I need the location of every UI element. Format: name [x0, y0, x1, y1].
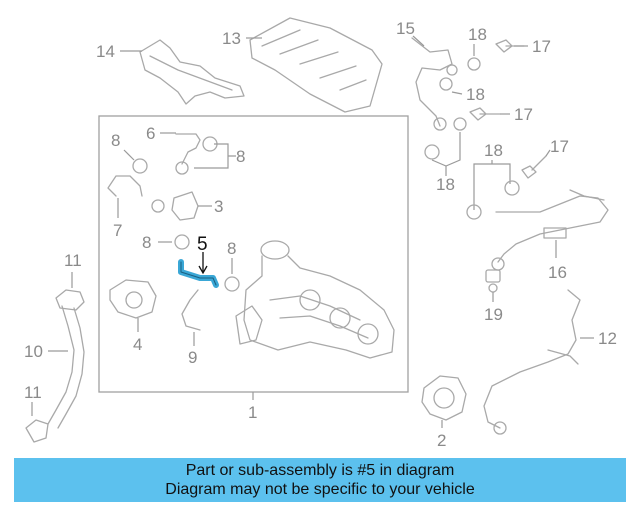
part-6-hose — [175, 133, 218, 175]
part-18-washer-e — [466, 204, 482, 220]
callout-12: 12 — [598, 329, 617, 348]
callout-11-b: 11 — [24, 383, 42, 402]
part-16-pipe — [491, 189, 609, 271]
callout-10: 10 — [24, 342, 43, 361]
part-8-clamp-a — [132, 158, 148, 174]
part-13-heat-shield — [249, 17, 383, 113]
part-9-hose — [181, 289, 201, 331]
callout-18-d: 18 — [484, 141, 503, 160]
part-1-turbocharger — [235, 240, 395, 359]
part-17-bolt-c — [521, 155, 547, 179]
callout-19: 19 — [484, 305, 503, 324]
callout-15: 15 — [396, 19, 415, 38]
part-2-gasket — [421, 375, 467, 421]
banner-line-1: Part or sub-assembly is #5 in diagram — [185, 462, 455, 479]
part-11-gasket-b — [25, 419, 49, 443]
callout-17-b: 17 — [514, 105, 533, 124]
part-18-washer-f — [504, 180, 520, 196]
callout-16: 16 — [548, 263, 567, 282]
part-19-fitting — [485, 269, 501, 293]
part-15-pipe — [411, 37, 458, 131]
callout-8-d: 8 — [227, 239, 236, 258]
part-10-pipe — [47, 305, 85, 429]
part-5-hose-highlighted[interactable] — [178, 259, 219, 288]
callout-18-c: 18 — [436, 175, 455, 194]
callout-8-b: 8 — [236, 147, 245, 166]
part-18-washer-a — [467, 57, 481, 71]
part-7-hose — [107, 175, 165, 213]
callout-18-a: 18 — [468, 25, 487, 44]
part-4-actuator — [109, 279, 157, 319]
info-banner: Part or sub-assembly is #5 in diagram Di… — [14, 458, 626, 502]
callout-18-b: 18 — [466, 85, 485, 104]
callout-17-c: 17 — [550, 137, 569, 156]
part-18-washer-c — [424, 144, 440, 160]
banner-line-2: Diagram may not be specific to your vehi… — [165, 481, 475, 498]
part-12-pipe — [483, 289, 581, 435]
callout-6: 6 — [146, 124, 155, 143]
callout-9: 9 — [188, 348, 197, 367]
part-8-clamp-c — [224, 276, 240, 292]
callout-13: 13 — [222, 29, 241, 48]
callout-7: 7 — [113, 221, 122, 240]
callout-4: 4 — [133, 335, 142, 354]
part-11-gasket-a — [55, 289, 85, 311]
part-18-washer-d — [453, 117, 467, 131]
part-17-bolt-b — [469, 107, 501, 121]
callout-14: 14 — [96, 42, 115, 61]
part-8-clamp-b — [174, 234, 190, 250]
callout-2: 2 — [437, 431, 446, 450]
callout-8-a: 8 — [111, 131, 120, 150]
part-14-bracket — [139, 39, 245, 105]
callout-5: 5 — [197, 234, 208, 255]
part-18-washer-b — [439, 77, 453, 91]
callout-1: 1 — [248, 403, 257, 422]
callout-8-c: 8 — [142, 233, 151, 252]
callout-11-a: 11 — [64, 251, 82, 270]
callout-3: 3 — [214, 197, 223, 216]
assembly-frame — [98, 115, 409, 393]
part-3-valve — [171, 191, 199, 221]
callout-17-a: 17 — [532, 37, 551, 56]
